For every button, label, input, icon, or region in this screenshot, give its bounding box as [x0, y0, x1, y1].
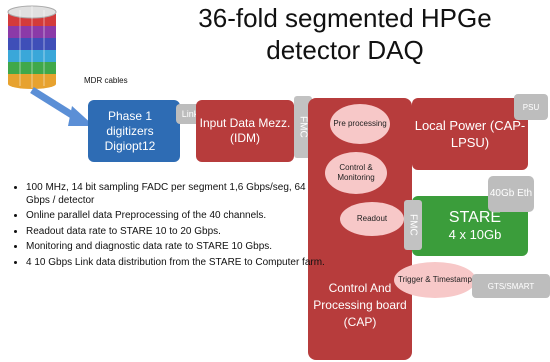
- list-item: 4 10 Gbps Link data distribution from th…: [26, 257, 326, 270]
- idm-box: Input Data Mezz. (IDM): [196, 100, 294, 162]
- preprocessing-label: Pre processing: [333, 119, 387, 128]
- idm-label: Input Data Mezz. (IDM): [199, 116, 291, 145]
- fmc-label: FMC: [297, 116, 309, 138]
- local-power-label: Local Power (CAP-LPSU): [414, 118, 526, 150]
- link-label: Link: [181, 109, 199, 119]
- phase1-digitizers-box: Phase 1 digitizers Digiopt12: [88, 100, 180, 162]
- mdr-cables-label: MDR cables: [84, 76, 128, 85]
- stare-title: STARE: [448, 209, 502, 226]
- list-item: 100 MHz, 14 bit sampling FADC per segmen…: [26, 182, 326, 207]
- preprocessing-node: Pre processing: [330, 104, 390, 144]
- fmc2-label: FMC: [407, 214, 419, 236]
- gts-label: GTS/SMART: [487, 281, 535, 291]
- control-monitoring-label: Control & Monitoring: [337, 163, 375, 182]
- feature-list: 100 MHz, 14 bit sampling FADC per segmen…: [12, 182, 326, 273]
- readout-label: Readout: [356, 214, 388, 223]
- phase1-label: Phase 1 digitizers Digiopt12: [104, 108, 156, 153]
- trigger-label: Trigger & Timestamp: [398, 275, 472, 284]
- cap-label: Control And Processing board (CAP): [313, 281, 407, 329]
- arrow-icon: [30, 87, 94, 126]
- list-item: Monitoring and diagnostic data rate to S…: [26, 241, 326, 254]
- list-item: Readout data rate to STARE 10 to 20 Gbps…: [26, 226, 326, 239]
- psu-label: PSU: [522, 102, 540, 112]
- eth40-box: 40Gb Eth: [488, 176, 534, 212]
- stare-subtitle: 4 x 10Gb: [448, 227, 502, 242]
- gts-smart-box: GTS/SMART: [472, 274, 550, 298]
- fmc-connector-2: FMC: [404, 200, 422, 250]
- local-power-box: Local Power (CAP-LPSU): [412, 98, 528, 170]
- list-item: Online parallel data Preprocessing of th…: [26, 210, 326, 223]
- readout-node: Readout: [340, 202, 404, 236]
- control-monitoring-node: Control & Monitoring: [325, 152, 387, 194]
- detector-cylinder-icon: [7, 5, 57, 89]
- page-title: 36-fold segmented HPGe detector DAQ: [198, 3, 492, 65]
- psu-box: PSU: [514, 94, 548, 120]
- eth40-label: 40Gb Eth: [489, 188, 533, 199]
- fmc-connector: FMC: [294, 96, 312, 158]
- trigger-timestamp-node: Trigger & Timestamp: [394, 262, 476, 298]
